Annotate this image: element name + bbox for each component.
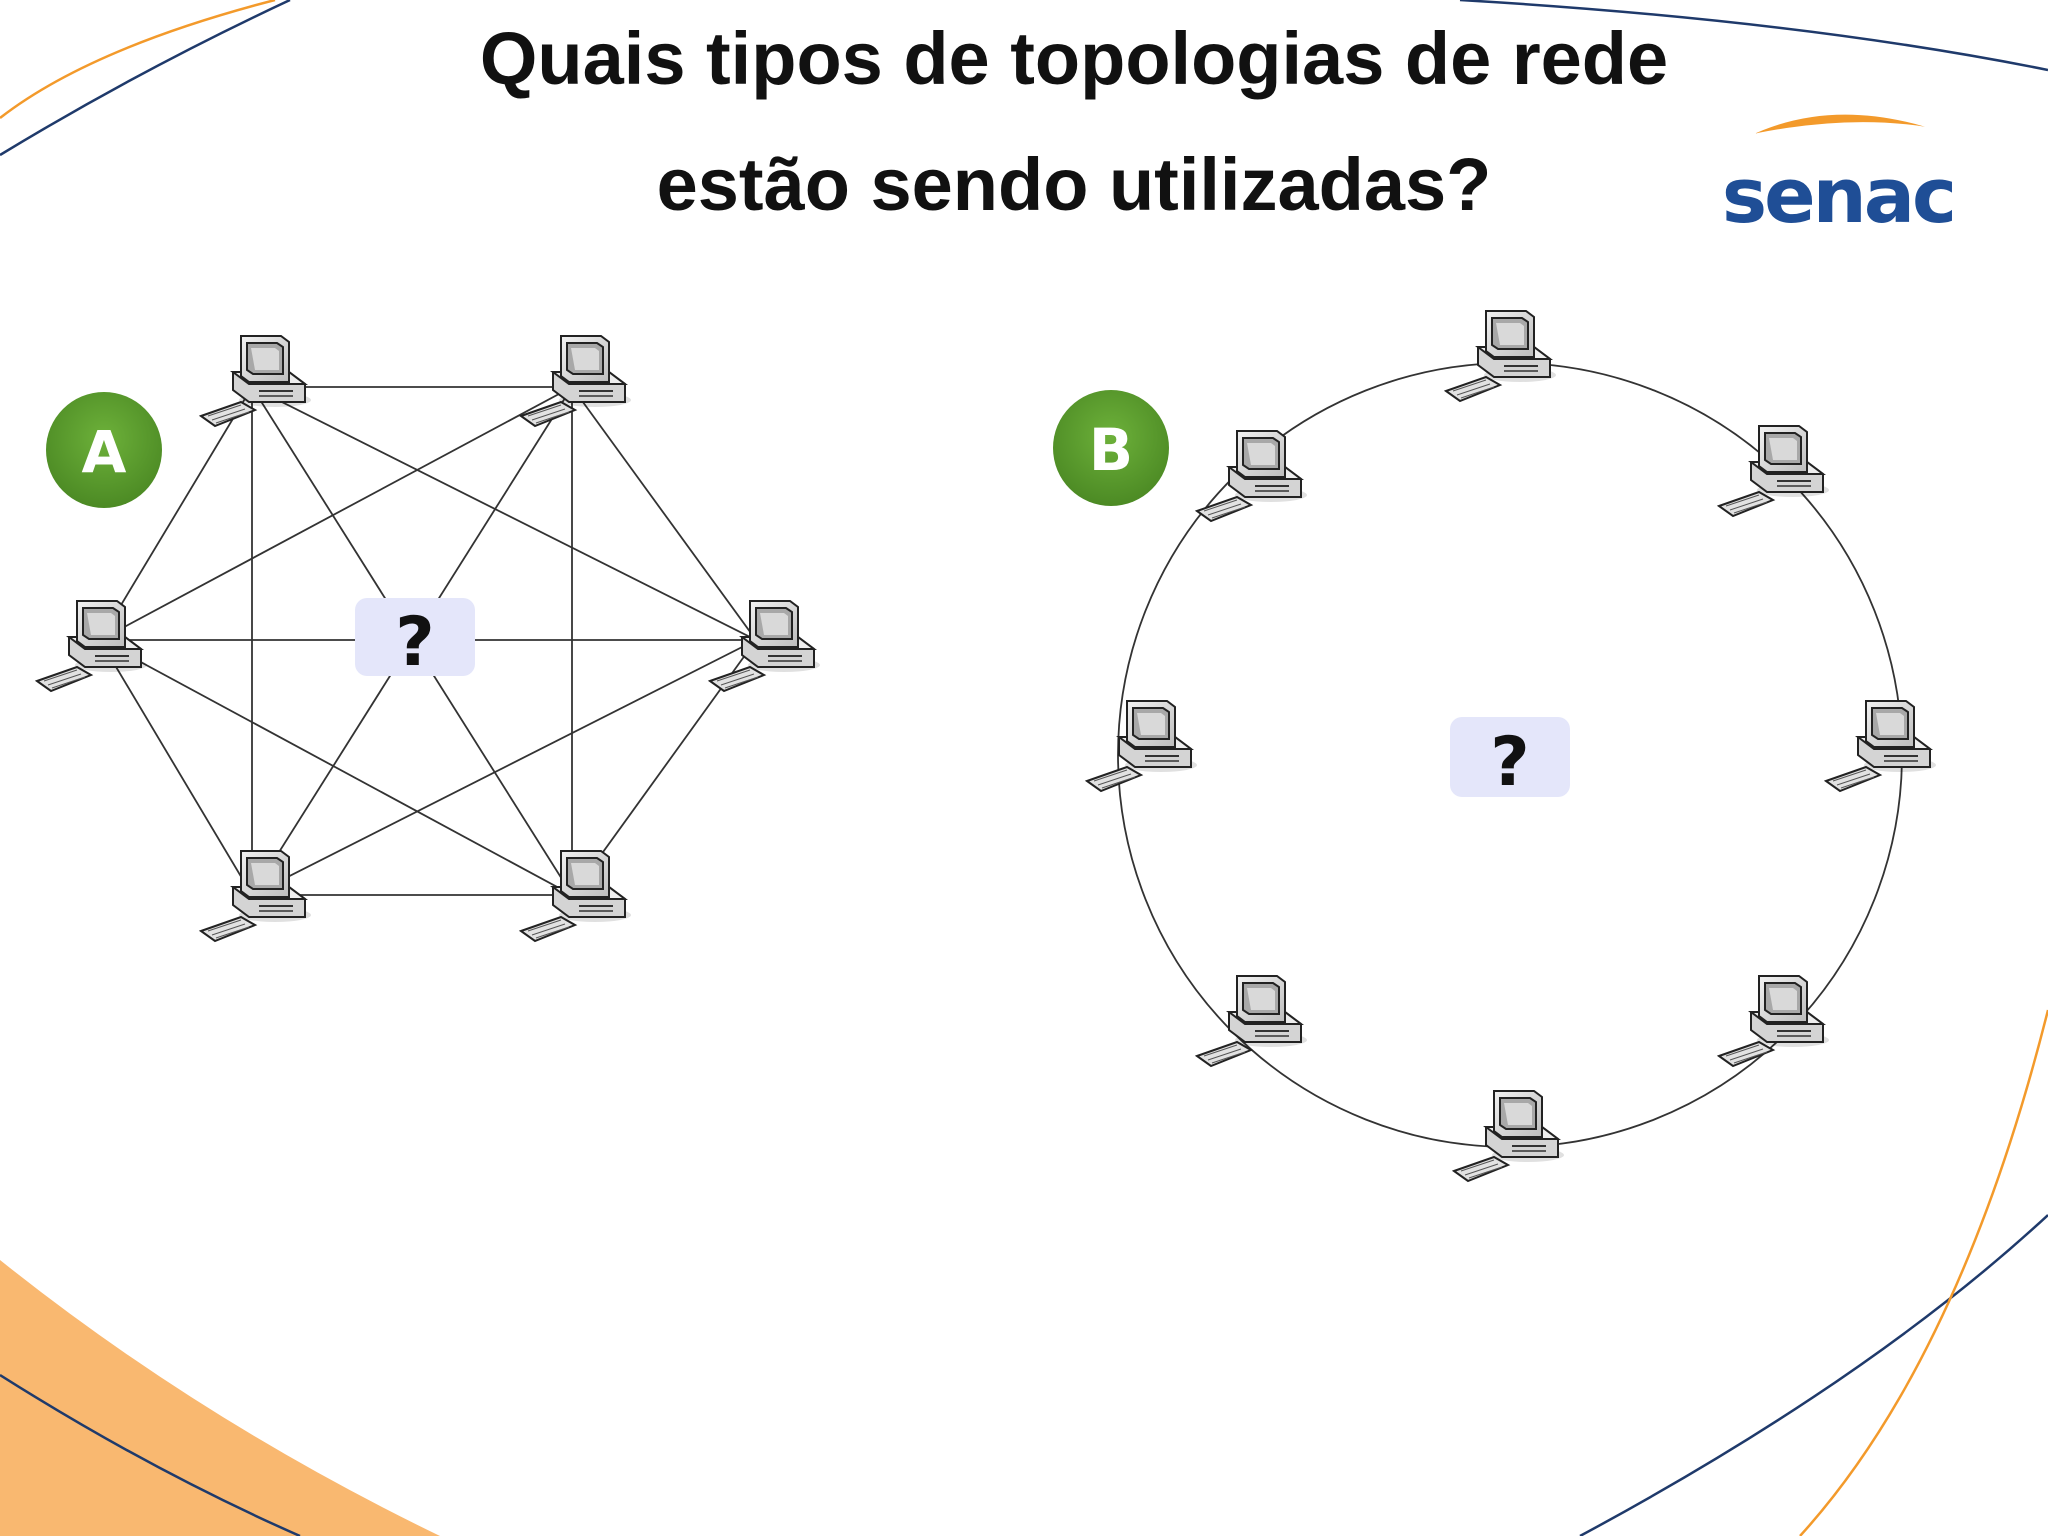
desktop-computer-icon [36, 600, 148, 692]
question-box-bg [1450, 717, 1570, 797]
diagram-b-ring-topology: ? B [1053, 310, 1937, 1182]
desktop-computer-icon [200, 850, 312, 942]
navy-top-right-curve [1459, 0, 2048, 72]
desktop-computer-icon [1718, 975, 1830, 1067]
mesh-link [99, 639, 253, 896]
mesh-link [99, 639, 573, 896]
question-box-b: ? [1450, 717, 1570, 802]
desktop-computer-icon [1453, 1090, 1565, 1182]
badge-circle-b [1053, 390, 1169, 506]
orange-top-curve [0, 0, 276, 119]
navy-bottom-right-curve [1579, 1214, 2048, 1536]
logo-wordmark: senac [1722, 151, 1954, 240]
senac-logo: senac [1722, 114, 1957, 240]
slide-title-line-2: estão sendo utilizadas? [656, 143, 1492, 226]
badge-b: B [1053, 390, 1169, 506]
badge-circle-a [46, 392, 162, 508]
mesh-link [571, 386, 757, 641]
badge-label-a: A [82, 418, 127, 486]
navy-top-curve [0, 0, 291, 157]
badge-label-b: B [1089, 416, 1133, 484]
orange-bottom-right-curve [1799, 1009, 2048, 1536]
question-mark-b: ? [1490, 723, 1529, 802]
mesh-link [251, 639, 757, 896]
desktop-computer-icon [709, 600, 821, 692]
badge-a: A [46, 392, 162, 508]
desktop-computer-icon [1196, 975, 1308, 1067]
desktop-computer-icon [1718, 425, 1830, 517]
navy-corner-curve [0, 1373, 301, 1536]
slide-title-line-1: Quais tipos de topologias de rede [479, 17, 1669, 100]
diagram-a-mesh-topology: ? A [36, 335, 821, 942]
desktop-computer-icon [200, 335, 312, 427]
orange-corner-shape [0, 1260, 440, 1536]
desktop-computer-icon [1196, 430, 1308, 522]
desktop-computer-icon [520, 335, 632, 427]
desktop-computer-icon [1825, 700, 1937, 792]
question-box-a: ? [355, 598, 475, 682]
desktop-computer-icon [1445, 310, 1557, 402]
mesh-link [99, 386, 253, 641]
logo-swoosh [1755, 114, 1925, 134]
mesh-link [251, 386, 757, 641]
desktop-computer-icon [520, 850, 632, 942]
mesh-link [99, 386, 573, 641]
question-mark-a: ? [395, 603, 434, 682]
desktop-computer-icon [1086, 700, 1198, 792]
question-box-bg [355, 598, 475, 676]
